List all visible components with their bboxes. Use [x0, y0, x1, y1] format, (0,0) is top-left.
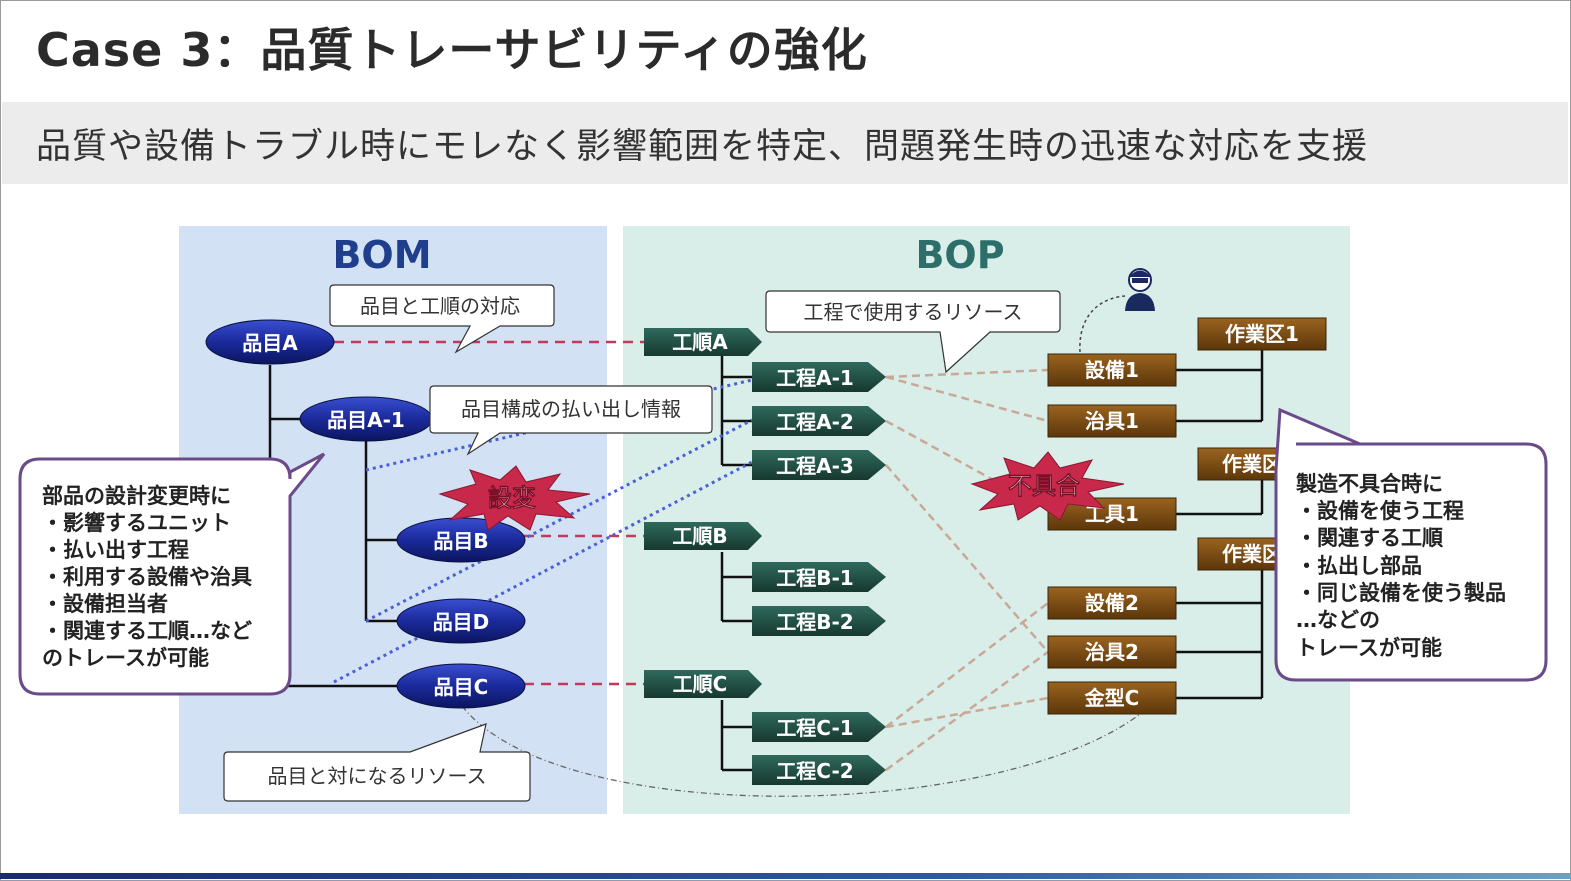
process-node-b2[interactable]: 工程B-2: [752, 606, 886, 636]
part-node-d-label: 品目D: [433, 610, 490, 634]
right-box-line-1: 製造不具合時に: [1295, 472, 1443, 496]
process-node-c2-label: 工程C-2: [776, 759, 853, 783]
area-node-1-label: 作業区1: [1225, 322, 1299, 346]
defect-label: 不具合: [1008, 472, 1081, 500]
slide-subtitle: 品質や設備トラブル時にモレなく影響範囲を特定、問題発生時の迅速な対応を支援: [36, 127, 1369, 167]
left-box-line-6: ・関連する工順…など: [42, 619, 252, 643]
left-box-line-5: ・設備担当者: [42, 592, 168, 616]
right-box-line-4: ・払出し部品: [1296, 554, 1422, 578]
process-node-a1[interactable]: 工程A-1: [752, 362, 886, 392]
routing-node-a-label: 工順A: [672, 330, 728, 354]
area-tree-lines: [1176, 350, 1264, 700]
resource-node-jig1[interactable]: 治具1: [1047, 404, 1177, 438]
process-node-b2-label: 工程B-2: [776, 610, 853, 634]
subtitle-bar: [2, 102, 1568, 184]
callout-part-routing-text: 品目と工順の対応: [360, 294, 520, 318]
resource-node-mold[interactable]: 金型C: [1047, 681, 1177, 715]
resource-node-eq1[interactable]: 設備1: [1047, 353, 1177, 387]
callout-paired-resource-text: 品目と対になるリソース: [268, 764, 487, 788]
resource-node-jig1-label: 治具1: [1085, 409, 1139, 433]
design-change-burst: 設変: [438, 465, 591, 531]
process-node-b1-label: 工程B-1: [776, 566, 853, 590]
bom-heading: BOM: [332, 233, 431, 277]
part-node-a1[interactable]: 品目A-1: [299, 396, 433, 442]
process-node-b1[interactable]: 工程B-1: [752, 562, 886, 592]
operator-person-icon: [1125, 268, 1155, 311]
routing-node-b-label: 工順B: [672, 524, 727, 548]
part-node-a1-label: 品目A-1: [327, 408, 405, 432]
resource-node-jig2-label: 治具2: [1085, 640, 1139, 664]
part-node-a[interactable]: 品目A: [205, 319, 335, 365]
right-box-line-3: ・関連する工順: [1296, 526, 1444, 550]
routing-node-a[interactable]: 工順A: [644, 328, 762, 356]
left-box-line-2: ・影響するユニット: [42, 511, 231, 535]
callout-issue-info-text: 品目構成の払い出し情報: [461, 397, 681, 421]
routing-node-c[interactable]: 工順C: [644, 670, 762, 698]
part-node-b[interactable]: 品目B: [396, 517, 526, 563]
slide-title: Case 3：品質トレーサビリティの強化: [36, 23, 868, 77]
right-explanation-box: 製造不具合時に ・設備を使う工程 ・関連する工順 ・払出し部品 ・同じ設備を使う…: [1274, 407, 1548, 682]
part-node-c-label: 品目C: [434, 675, 489, 699]
resource-links: [885, 368, 1049, 772]
left-box-line-1: 部品の設計変更時に: [42, 484, 231, 508]
callout-paired-resource: 品目と対になるリソース: [223, 723, 531, 802]
part-node-c[interactable]: 品目C: [396, 663, 526, 709]
left-explanation-box: 部品の設計変更時に ・影響するユニット ・払い出す工程 ・利用する設備や治具 ・…: [18, 452, 326, 696]
left-box-line-7: のトレースが可能: [42, 646, 209, 670]
area-node-3-label: 作業区: [1222, 542, 1282, 566]
area-node-1[interactable]: 作業区1: [1197, 317, 1327, 351]
bop-heading: BOP: [915, 233, 1004, 277]
process-node-c2[interactable]: 工程C-2: [752, 755, 886, 785]
bop-tree-lines: [720, 356, 752, 772]
process-node-a3[interactable]: 工程A-3: [752, 450, 886, 480]
process-node-a3-label: 工程A-3: [776, 454, 854, 478]
part-routing-links: [334, 340, 644, 686]
design-change-label: 設変: [488, 484, 536, 512]
part-node-d[interactable]: 品目D: [396, 598, 526, 644]
paired-resource-curve: [461, 705, 1141, 797]
right-box-line-6: …などの: [1296, 608, 1380, 632]
right-box-line-7: トレースが可能: [1296, 636, 1442, 660]
right-box-line-5: ・同じ設備を使う製品: [1296, 581, 1506, 605]
defect-burst: 不具合: [970, 451, 1125, 521]
part-node-a-label: 品目A: [242, 331, 298, 355]
operator-link: [1079, 295, 1126, 353]
routing-node-b[interactable]: 工順B: [644, 522, 762, 550]
resource-node-eq1-label: 設備1: [1085, 358, 1139, 382]
area-node-2-label: 作業区: [1222, 452, 1282, 476]
bottom-accent-line: [0, 873, 1571, 879]
left-box-line-3: ・払い出す工程: [42, 538, 189, 562]
callout-part-routing: 品目と工順の対応: [329, 284, 555, 354]
left-box-line-4: ・利用する設備や治具: [42, 565, 252, 589]
resource-node-mold-label: 金型C: [1084, 686, 1140, 710]
process-node-a1-label: 工程A-1: [776, 366, 854, 390]
callout-resource-use: 工程で使用するリソース: [765, 290, 1061, 374]
right-box-line-2: ・設備を使う工程: [1296, 499, 1464, 523]
process-node-c1[interactable]: 工程C-1: [752, 712, 886, 742]
callout-issue-info: 品目構成の払い出し情報: [429, 385, 713, 456]
callout-resource-use-text: 工程で使用するリソース: [804, 300, 1023, 324]
process-node-a2-label: 工程A-2: [776, 410, 854, 434]
routing-node-c-label: 工順C: [673, 672, 728, 696]
resource-node-eq2[interactable]: 設備2: [1047, 586, 1177, 620]
resource-node-eq2-label: 設備2: [1085, 591, 1139, 615]
resource-node-jig2[interactable]: 治具2: [1047, 635, 1177, 669]
process-node-c1-label: 工程C-1: [776, 716, 853, 740]
part-node-b-label: 品目B: [433, 529, 488, 553]
process-node-a2[interactable]: 工程A-2: [752, 406, 886, 436]
